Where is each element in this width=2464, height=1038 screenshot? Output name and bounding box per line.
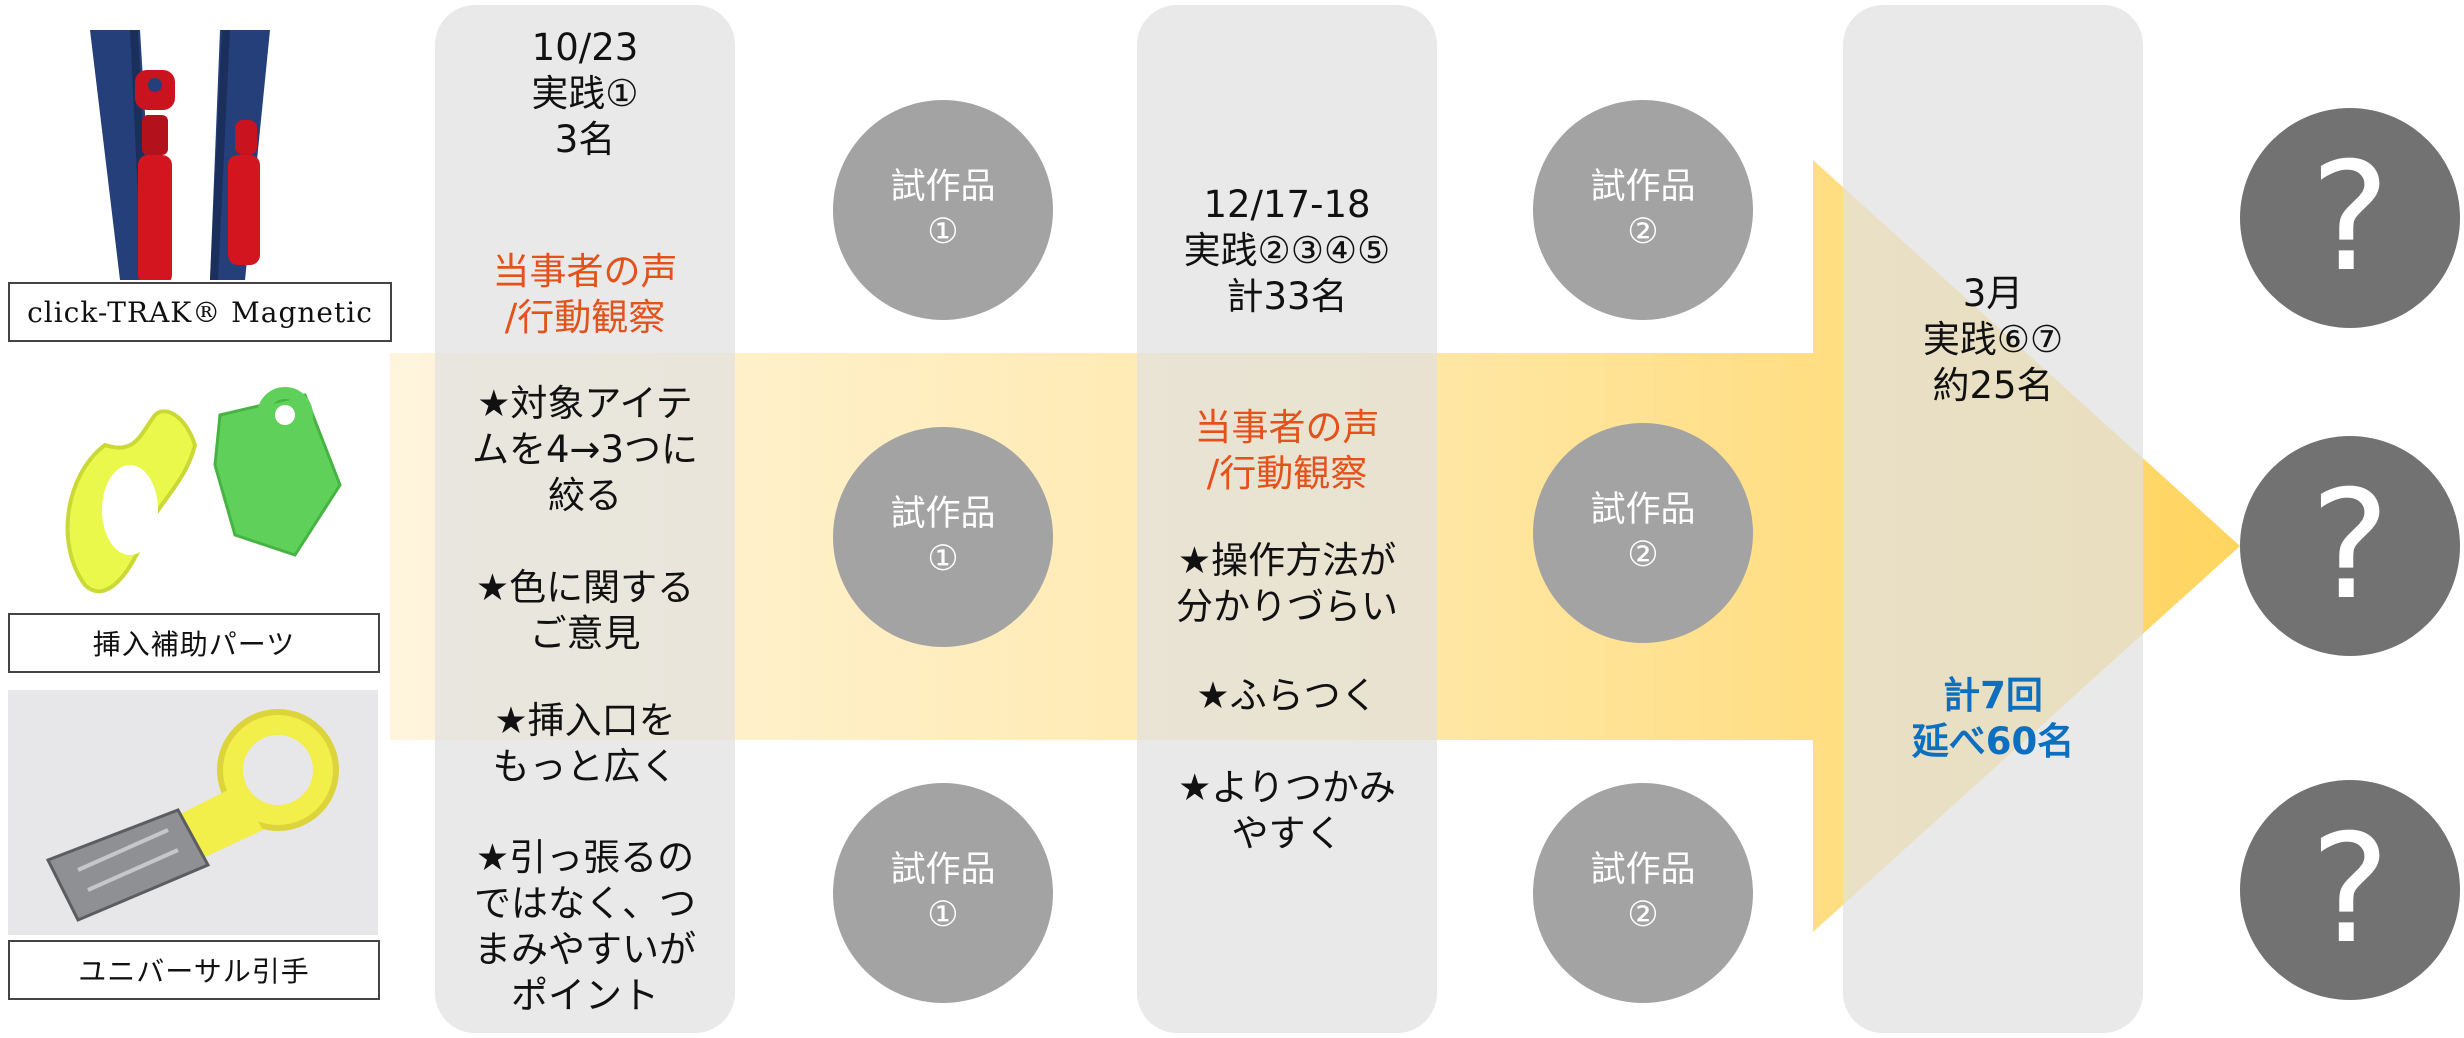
product-label-universal-pull: ユニバーサル引手 [8, 940, 380, 1000]
stage1-panel: 10/23 実践① 3名 当事者の声 /行動観察 ★対象アイテ ムを4→3つに … [435, 5, 735, 1033]
stage3-total: 計7回 延べ60名 [1911, 674, 2075, 763]
unknown-circle-middle: ? [2240, 436, 2460, 656]
stage1-finding-2: ★色に関する ご意見 [475, 566, 695, 655]
stage3-panel: 3月 実践⑥⑦ 約25名 計7回 延べ60名 [1843, 5, 2143, 1033]
stage2-finding-1: ★操作方法が 分かりづらい [1176, 539, 1398, 628]
stage1-finding-4: ★引っ張るの ではなく、つ まみやすいが ポイント [474, 836, 696, 1017]
product-label-magnetic: click-TRAK® Magnetic [8, 282, 392, 342]
prototype1-circle-top: 試作品 ① [833, 100, 1053, 320]
prototype2-circle-middle: 試作品 ② [1533, 423, 1753, 643]
prototype2-circle-top: 試作品 ② [1533, 100, 1753, 320]
stage2-finding-3: ★よりつかみ やすく [1178, 766, 1396, 855]
prototype2-circle-bottom: 試作品 ② [1533, 783, 1753, 1003]
unknown-circle-top: ? [2240, 108, 2460, 328]
stage1-header: 10/23 実践① 3名 [531, 26, 639, 161]
stage2-voice-title: 当事者の声 /行動観察 [1194, 406, 1380, 495]
magnetic-zipper-photo [80, 30, 280, 285]
unknown-circle-bottom: ? [2240, 780, 2460, 1000]
universal-pull-photo [8, 690, 378, 935]
stage2-finding-2: ★ふらつく [1196, 674, 1378, 717]
stage1-finding-1: ★対象アイテ ムを4→3つに 絞る [471, 382, 699, 517]
prototype1-circle-bottom: 試作品 ① [833, 783, 1053, 1003]
stage3-header: 3月 実践⑥⑦ 約25名 [1922, 272, 2064, 407]
insertion-aid-parts-photo [35, 375, 365, 605]
stage1-finding-3: ★挿入口を もっと広く [492, 699, 678, 788]
product-label-insertion-aid: 挿入補助パーツ [8, 613, 380, 673]
prototype1-circle-middle: 試作品 ① [833, 427, 1053, 647]
stage2-panel: 12/17-18 実践②③④⑤ 計33名 当事者の声 /行動観察 ★操作方法が … [1137, 5, 1437, 1033]
stage1-voice-title: 当事者の声 /行動観察 [492, 250, 678, 339]
stage2-header: 12/17-18 実践②③④⑤ 計33名 [1183, 183, 1391, 318]
